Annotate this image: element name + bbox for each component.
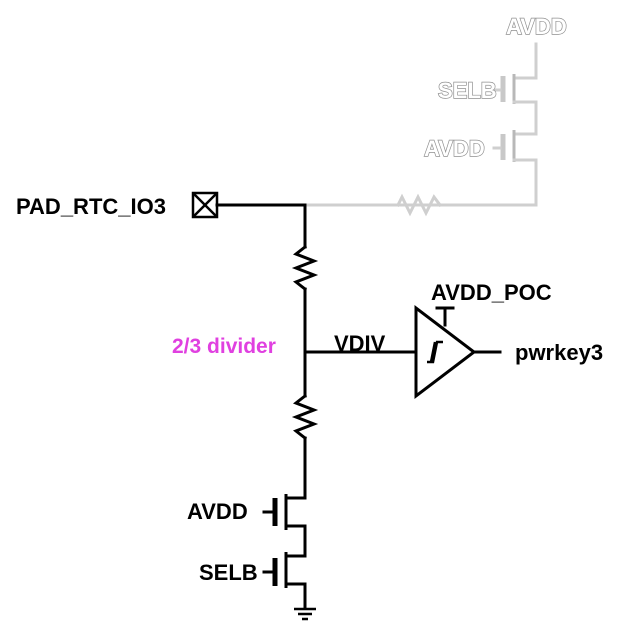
upper-resistor-icon: [291, 244, 319, 292]
top-avdd-gate-label: AVDD: [424, 136, 485, 161]
bottom-avdd-label: AVDD: [187, 499, 248, 524]
schmitt-trigger-icon: [427, 340, 443, 364]
pad-group: PAD_RTC_IO3: [16, 191, 307, 219]
bottom-switches: AVDD SELB: [187, 486, 307, 610]
schmitt-trigger-hysteresis: [429, 341, 437, 363]
avdd-poc-label: AVDD_POC: [431, 280, 552, 305]
vdiv-label: VDIV: [334, 331, 386, 356]
output-label: pwrkey3: [515, 340, 603, 365]
bottom-selb-label: SELB: [199, 560, 258, 585]
top-avdd-supply-label: AVDD: [506, 14, 567, 39]
divider-label: 2/3 divider: [172, 335, 276, 358]
ground-icon: [294, 607, 316, 621]
pad-label: PAD_RTC_IO3: [16, 194, 166, 219]
lower-resistor-icon: [291, 393, 319, 441]
divider-column: 2/3 divider: [172, 203, 319, 490]
comparator-group: VDIV AVDD_POC pwrkey3: [303, 280, 603, 400]
top-selb-label: SELB: [438, 78, 497, 103]
comparator-triangle: [414, 304, 477, 400]
pad-x-line-2: [192, 192, 218, 218]
gray-resistor-icon: [395, 193, 443, 217]
inactive-pullup-branch: AVDD SELB AVDD: [303, 13, 567, 217]
